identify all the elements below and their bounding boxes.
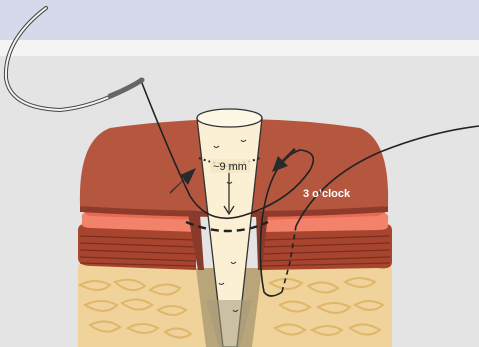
measurement-label: ~9 mm xyxy=(213,161,247,173)
header-separator xyxy=(0,40,479,56)
clock-position-label: 3 o’clock xyxy=(303,188,351,200)
header-band xyxy=(0,0,479,40)
